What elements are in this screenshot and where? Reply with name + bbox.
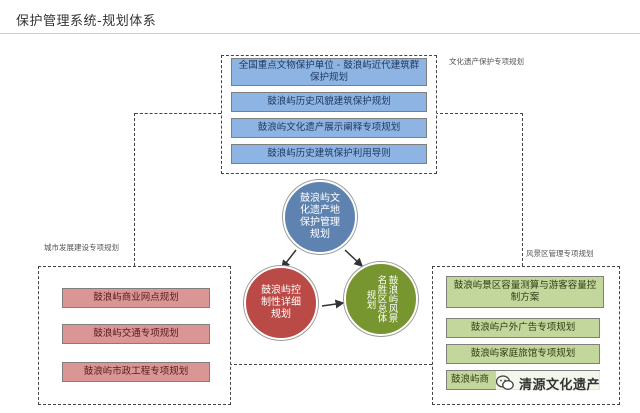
watermark: 清源文化遗产 xyxy=(495,371,601,395)
scenic-master-plan-label: 鼓浪屿风景名胜区总体规划 xyxy=(364,275,398,323)
plan-box-urban-2: 鼓浪屿交通专项规划 xyxy=(62,324,210,344)
group-label-heritage: 文化遗产保护专项规划 xyxy=(449,57,524,66)
plan-box-scenic-1: 鼓浪屿景区容量测算与游客容量控制方案 xyxy=(446,276,604,308)
core-plan-circle: 鼓浪屿文化遗产地保护管理规划 xyxy=(283,180,357,254)
regulatory-plan-label: 鼓浪屿控制性详细规划 xyxy=(261,285,301,320)
core-plan-label: 鼓浪屿文化遗产地保护管理规划 xyxy=(300,193,340,240)
scenic-master-plan-circle: 鼓浪屿风景名胜区总体规划 xyxy=(344,262,418,336)
plan-box-heritage-3: 鼓浪屿文化遗产展示阐释专项规划 xyxy=(231,118,427,138)
header-divider xyxy=(0,33,640,34)
group-label-urban: 城市发展建设专项规划 xyxy=(44,243,119,252)
regulatory-plan-circle: 鼓浪屿控制性详细规划 xyxy=(244,266,318,340)
plan-box-heritage-1: 全国重点文物保护单位 - 鼓浪屿近代建筑群保护规划 xyxy=(231,58,427,86)
connector-top-left-h xyxy=(135,113,221,114)
plan-box-scenic-2: 鼓浪屿户外广告专项规划 xyxy=(446,318,600,338)
wechat-icon xyxy=(495,375,514,391)
plan-box-urban-3: 鼓浪屿市政工程专项规划 xyxy=(62,362,210,382)
connector-top-right-v xyxy=(522,113,523,266)
watermark-text: 清源文化遗产 xyxy=(519,377,601,393)
page-title: 保护管理系统-规划体系 xyxy=(16,14,157,29)
group-label-scenic: 风景区管理专项规划 xyxy=(526,249,594,258)
connector-top-right-h xyxy=(435,113,523,114)
plan-box-scenic-3: 鼓浪屿家庭旅馆专项规划 xyxy=(446,344,600,364)
plan-box-urban-1: 鼓浪屿商业网点规划 xyxy=(62,288,210,308)
connector-left-right-h xyxy=(229,364,432,365)
plan-box-heritage-2: 鼓浪屿历史风貌建筑保护规划 xyxy=(231,92,427,112)
connector-top-left-v xyxy=(134,113,135,266)
plan-box-heritage-4: 鼓浪屿历史建筑保护利用导则 xyxy=(231,144,427,164)
